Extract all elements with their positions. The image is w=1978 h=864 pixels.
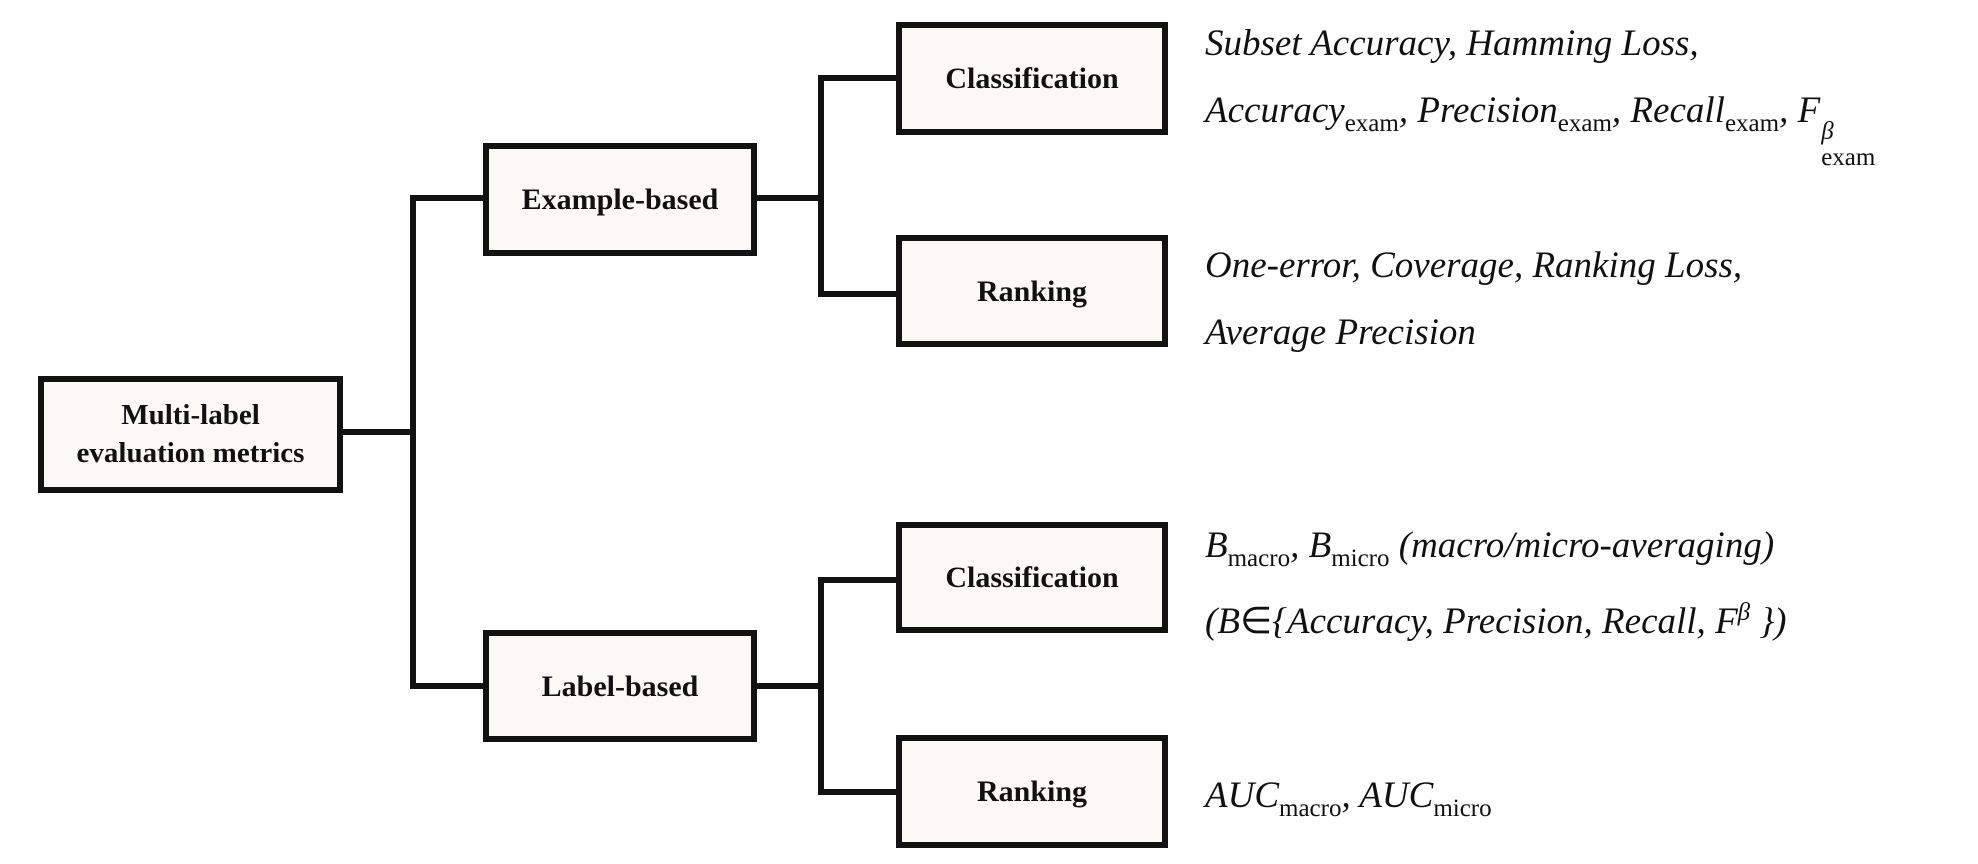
node-example-based: Example-based (483, 143, 757, 256)
node-example-ranking: Ranking (896, 235, 1168, 347)
annotation-line: (B∈{Accuracy, Precision, Recall, Fβ }) (1205, 579, 1787, 646)
metric-fbeta: F (1797, 90, 1821, 131)
annotation-label-ranking: AUCmacro, AUCmicro (1205, 762, 1492, 829)
connector-cls1-h (818, 75, 898, 81)
separator: , (1398, 90, 1418, 131)
metric-fbeta-sup: β (1821, 118, 1834, 145)
connector-root-h (340, 429, 416, 435)
node-example-classification-label: Classification (945, 62, 1119, 95)
metric-accuracy-sub: exam (1344, 110, 1399, 137)
brace-close: }) (1750, 601, 1787, 642)
metric-accuracy: Accuracy (1205, 90, 1345, 131)
metric-recall: Recall (1630, 90, 1725, 131)
annotation-text: (macro/micro-averaging) (1389, 525, 1775, 566)
brace-open: { (1272, 601, 1287, 642)
node-label-classification-label: Classification (945, 561, 1119, 594)
metric-fbeta: F (1715, 601, 1738, 642)
annotation-text: Accuracy, Precision, Recall, (1286, 601, 1716, 642)
annotation-text: One-error, Coverage, Ranking Loss, (1205, 245, 1743, 286)
connector-example-out-h (755, 195, 824, 201)
annotation-line: Subset Accuracy, Hamming Loss, (1205, 10, 1875, 77)
element-of-symbol: ∈ (1239, 601, 1273, 642)
annotation-line: Bmacro, Bmicro (macro/micro-averaging) (1205, 512, 1787, 579)
metric-b-micro: B (1308, 525, 1332, 566)
annotation-example-classification: Subset Accuracy, Hamming Loss, Accuracye… (1205, 10, 1875, 170)
connector-label-in-h (410, 683, 485, 689)
node-label-classification: Classification (896, 522, 1168, 633)
separator: , (1779, 90, 1798, 131)
metric-fbeta-sub: exam (1821, 144, 1876, 171)
metric-b-macro-sub: macro (1227, 545, 1291, 572)
node-root-label-line2: evaluation metrics (76, 436, 305, 469)
connector-example-v (818, 75, 824, 297)
metric-auc-micro-sub: micro (1433, 795, 1492, 822)
metric-auc-micro: AUC (1359, 775, 1434, 816)
annotation-label-classification: Bmacro, Bmicro (macro/micro-averaging) (… (1205, 512, 1787, 646)
node-label-based-label: Label-based (541, 669, 699, 703)
node-example-ranking-label: Ranking (976, 274, 1088, 308)
annotation-text: Subset Accuracy, Hamming Loss, (1205, 23, 1699, 64)
metric-fbeta-sup: β (1737, 599, 1751, 626)
metric-recall-sub: exam (1724, 110, 1780, 137)
node-label-ranking: Ranking (896, 735, 1168, 848)
annotation-line: One-error, Coverage, Ranking Loss, (1205, 232, 1742, 299)
paren-open: ( (1205, 601, 1218, 642)
connector-label-out-h (755, 683, 824, 689)
node-root-label-line1: Multi-label (121, 398, 260, 431)
metric-precision-sub: exam (1557, 110, 1612, 137)
metric-auc-macro-sub: macro (1279, 795, 1342, 822)
node-example-classification: Classification (896, 22, 1168, 135)
node-label-based: Label-based (483, 630, 757, 742)
annotation-text: Average Precision (1205, 312, 1476, 353)
connector-example-in-h (410, 195, 485, 201)
connector-rnk1-h (818, 291, 898, 297)
connector-cls2-h (818, 577, 898, 583)
metric-b-macro: B (1205, 525, 1228, 566)
connector-label-v (818, 577, 824, 795)
connector-rnk2-h (818, 789, 898, 795)
node-example-based-label: Example-based (521, 183, 719, 216)
node-root: Multi-label evaluation metrics (38, 376, 343, 493)
symbol-b: B (1217, 601, 1240, 642)
separator: , (1290, 525, 1309, 566)
separator: , (1611, 90, 1631, 131)
annotation-line: Average Precision (1205, 299, 1742, 366)
separator: , (1341, 775, 1360, 816)
metric-auc-macro: AUC (1205, 775, 1279, 816)
node-label-ranking-label: Ranking (976, 775, 1088, 808)
connector-trunk-v (410, 195, 416, 689)
annotation-example-ranking: One-error, Coverage, Ranking Loss, Avera… (1205, 232, 1742, 366)
annotation-line: Accuracyexam, Precisionexam, Recallexam,… (1205, 77, 1875, 170)
annotation-line: AUCmacro, AUCmicro (1205, 762, 1492, 829)
metric-b-micro-sub: micro (1331, 545, 1390, 572)
metric-precision: Precision (1417, 90, 1558, 131)
